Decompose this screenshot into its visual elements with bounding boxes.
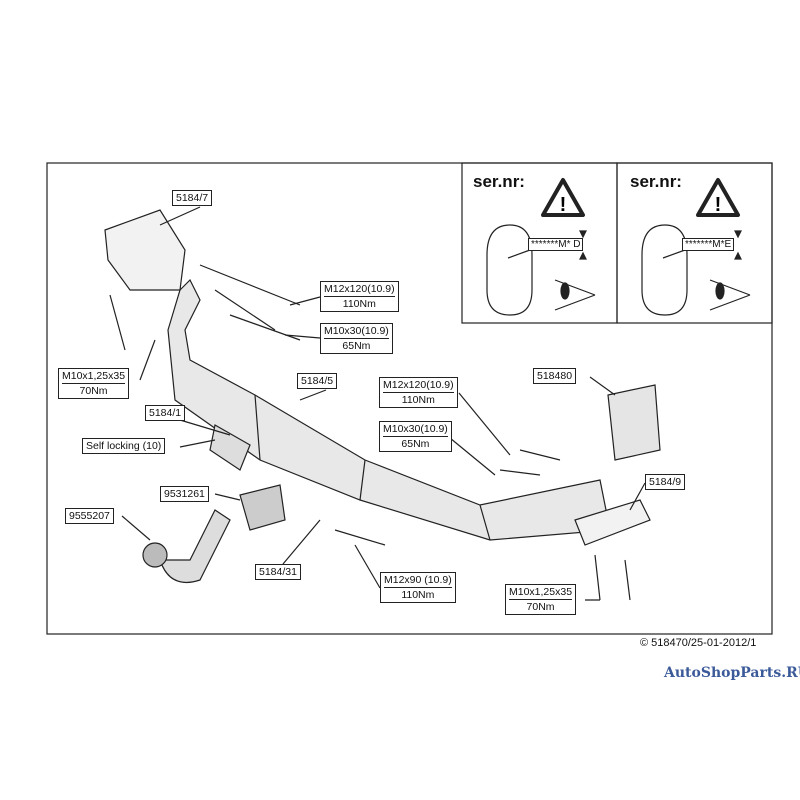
bolt-torque: 65Nm [324, 338, 389, 353]
bolt-torque: 70Nm [62, 383, 126, 398]
label-plate: 5184/1 [145, 405, 186, 421]
panel-frame-2 [616, 162, 773, 324]
left-bracket [104, 209, 186, 291]
label-bolt-bottom: M12x90 (10.9)110Nm [380, 572, 456, 603]
label-self-locking: Self locking (10) [82, 438, 166, 454]
label-crossbar: 5184/5 [297, 373, 338, 389]
bolt-torque: 110Nm [324, 296, 395, 311]
eye-pupil-icon [560, 282, 570, 300]
copyright: © 518470/25-01-2012/1 [640, 637, 757, 649]
bolt-spec: M10x30(10.9) [383, 423, 448, 435]
bolt-torque: 110Nm [383, 392, 454, 407]
label-socket-holder: 9531261 [160, 486, 209, 502]
bolt-torque: 70Nm [509, 599, 573, 614]
serial-plate-outline [486, 224, 688, 316]
label-bracket-left: 5184/7 [172, 190, 213, 206]
label-kit: 518480 [533, 368, 577, 384]
bolt-torque: 110Nm [384, 587, 452, 602]
label-bracket-right: 5184/9 [645, 474, 686, 490]
socket-holder [239, 484, 286, 531]
bolt-spec: M12x120(10.9) [324, 283, 395, 295]
watermark-logo: AutoShopParts.RU [664, 665, 800, 681]
label-bracket-small: 5184/31 [255, 564, 301, 580]
label-bolt-top-1: M12x120(10.9)110Nm [320, 281, 399, 312]
pointer-lines [507, 249, 686, 259]
exclamation-icon: ! [560, 194, 567, 216]
panel-2-code: *******M*E [682, 238, 735, 251]
bolts [109, 264, 631, 601]
panel-1-code: *******M* D [528, 238, 584, 251]
label-bolt-top-2: M10x30(10.9)65Nm [320, 323, 393, 354]
bolt-spec: M10x30(10.9) [324, 325, 389, 337]
kit-bag [607, 384, 661, 461]
arrow-marker-icon [579, 230, 742, 260]
bolt-spec: M12x120(10.9) [383, 379, 454, 391]
bolt-spec: M12x90 (10.9) [384, 574, 452, 586]
exclamation-icon: ! [715, 194, 722, 216]
plate [209, 424, 251, 471]
eye-pupil-icon [715, 282, 725, 300]
label-ball: 9555207 [65, 508, 114, 524]
label-bolt-mid-2: M10x30(10.9)65Nm [379, 421, 452, 452]
label-bolt-mid-1: M12x120(10.9)110Nm [379, 377, 458, 408]
panel-1-title: ser.nr: [473, 172, 525, 191]
eye-icon [554, 279, 751, 311]
panel-2-title: ser.nr: [630, 172, 682, 191]
right-bracket [574, 499, 651, 546]
tow-ball [142, 542, 168, 568]
warning-icon [541, 178, 740, 217]
bolt-spec: M10x1,25x35 [509, 586, 573, 598]
bolt-torque: 65Nm [383, 436, 448, 451]
leader-lines [121, 206, 646, 601]
crossbar-seams [254, 394, 491, 541]
bolt-spec: M10x1,25x35 [62, 370, 126, 382]
crossbar [167, 278, 611, 541]
ball-neck [159, 509, 231, 584]
outer-frame [46, 162, 773, 635]
